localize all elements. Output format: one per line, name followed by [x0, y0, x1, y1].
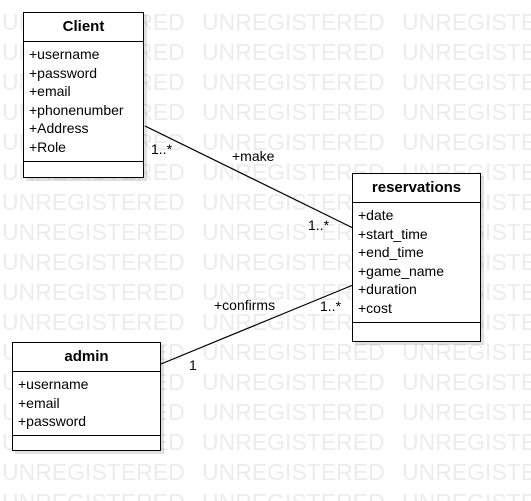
class-attribute: +cost	[358, 299, 392, 316]
class-attribute: +email	[29, 83, 71, 100]
class-attribute: +duration	[358, 281, 417, 298]
class-attribute: +Role	[29, 138, 66, 155]
class-attribute: +password	[18, 413, 87, 430]
class-reservations-attributes: +date +start_time +end_time +game_name +…	[353, 203, 480, 323]
association-line-make[interactable]	[144, 125, 354, 229]
class-attribute: +username	[18, 376, 89, 392]
association-confirms-source-multiplicity: 1	[189, 357, 197, 373]
class-admin-methods	[13, 436, 160, 446]
class-attribute: +phonenumber	[29, 101, 124, 118]
class-reservations-methods	[353, 323, 480, 333]
class-admin[interactable]: admin +username +email +password	[12, 342, 161, 451]
class-attribute: +date	[358, 207, 394, 223]
association-confirms-target-multiplicity: 1..*	[320, 298, 342, 314]
class-client-attributes: +username +password +email +phonenumber …	[24, 42, 143, 162]
class-admin-name: admin	[13, 343, 160, 372]
class-attribute: +start_time	[358, 225, 428, 242]
class-attribute: +email	[18, 394, 60, 411]
class-attribute: +password	[29, 64, 98, 81]
class-attribute: +username	[29, 46, 100, 62]
class-client-name: Client	[24, 13, 143, 42]
class-client-methods	[24, 162, 143, 172]
association-line-confirms[interactable]	[160, 284, 354, 365]
association-make-target-multiplicity: 1..*	[308, 217, 330, 233]
class-admin-attributes: +username +email +password	[13, 372, 160, 436]
association-make-source-multiplicity: 1..*	[151, 141, 173, 157]
association-confirms-label: +confirms	[214, 297, 276, 313]
class-attribute: +game_name	[358, 262, 445, 279]
class-attribute: +end_time	[358, 244, 424, 261]
class-attribute: +Address	[29, 120, 89, 137]
association-make-label: +make	[232, 148, 275, 164]
class-client[interactable]: Client +username +password +email +phone…	[23, 12, 144, 178]
class-reservations[interactable]: reservations +date +start_time +end_time…	[352, 173, 481, 342]
class-reservations-name: reservations	[353, 174, 480, 203]
